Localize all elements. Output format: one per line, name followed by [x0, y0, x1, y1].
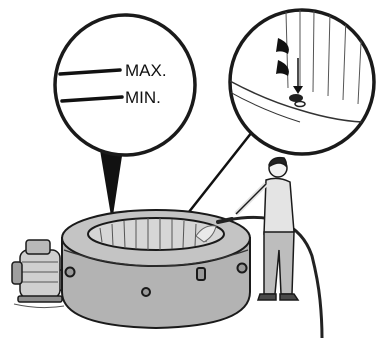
valve-cap-icon — [238, 264, 247, 273]
inflatable-spa — [62, 210, 250, 328]
valve-cap-icon — [142, 288, 150, 296]
water-level-callout: MAX. MIN. — [55, 15, 195, 222]
min-label: MIN. — [125, 88, 161, 107]
ground-line — [14, 304, 64, 308]
callout-left-circle — [55, 15, 195, 155]
lock-tab-icon — [197, 268, 205, 280]
valve-cap-icon — [66, 268, 75, 277]
max-label: MAX. — [125, 61, 167, 80]
callout-right-circle — [230, 10, 374, 154]
